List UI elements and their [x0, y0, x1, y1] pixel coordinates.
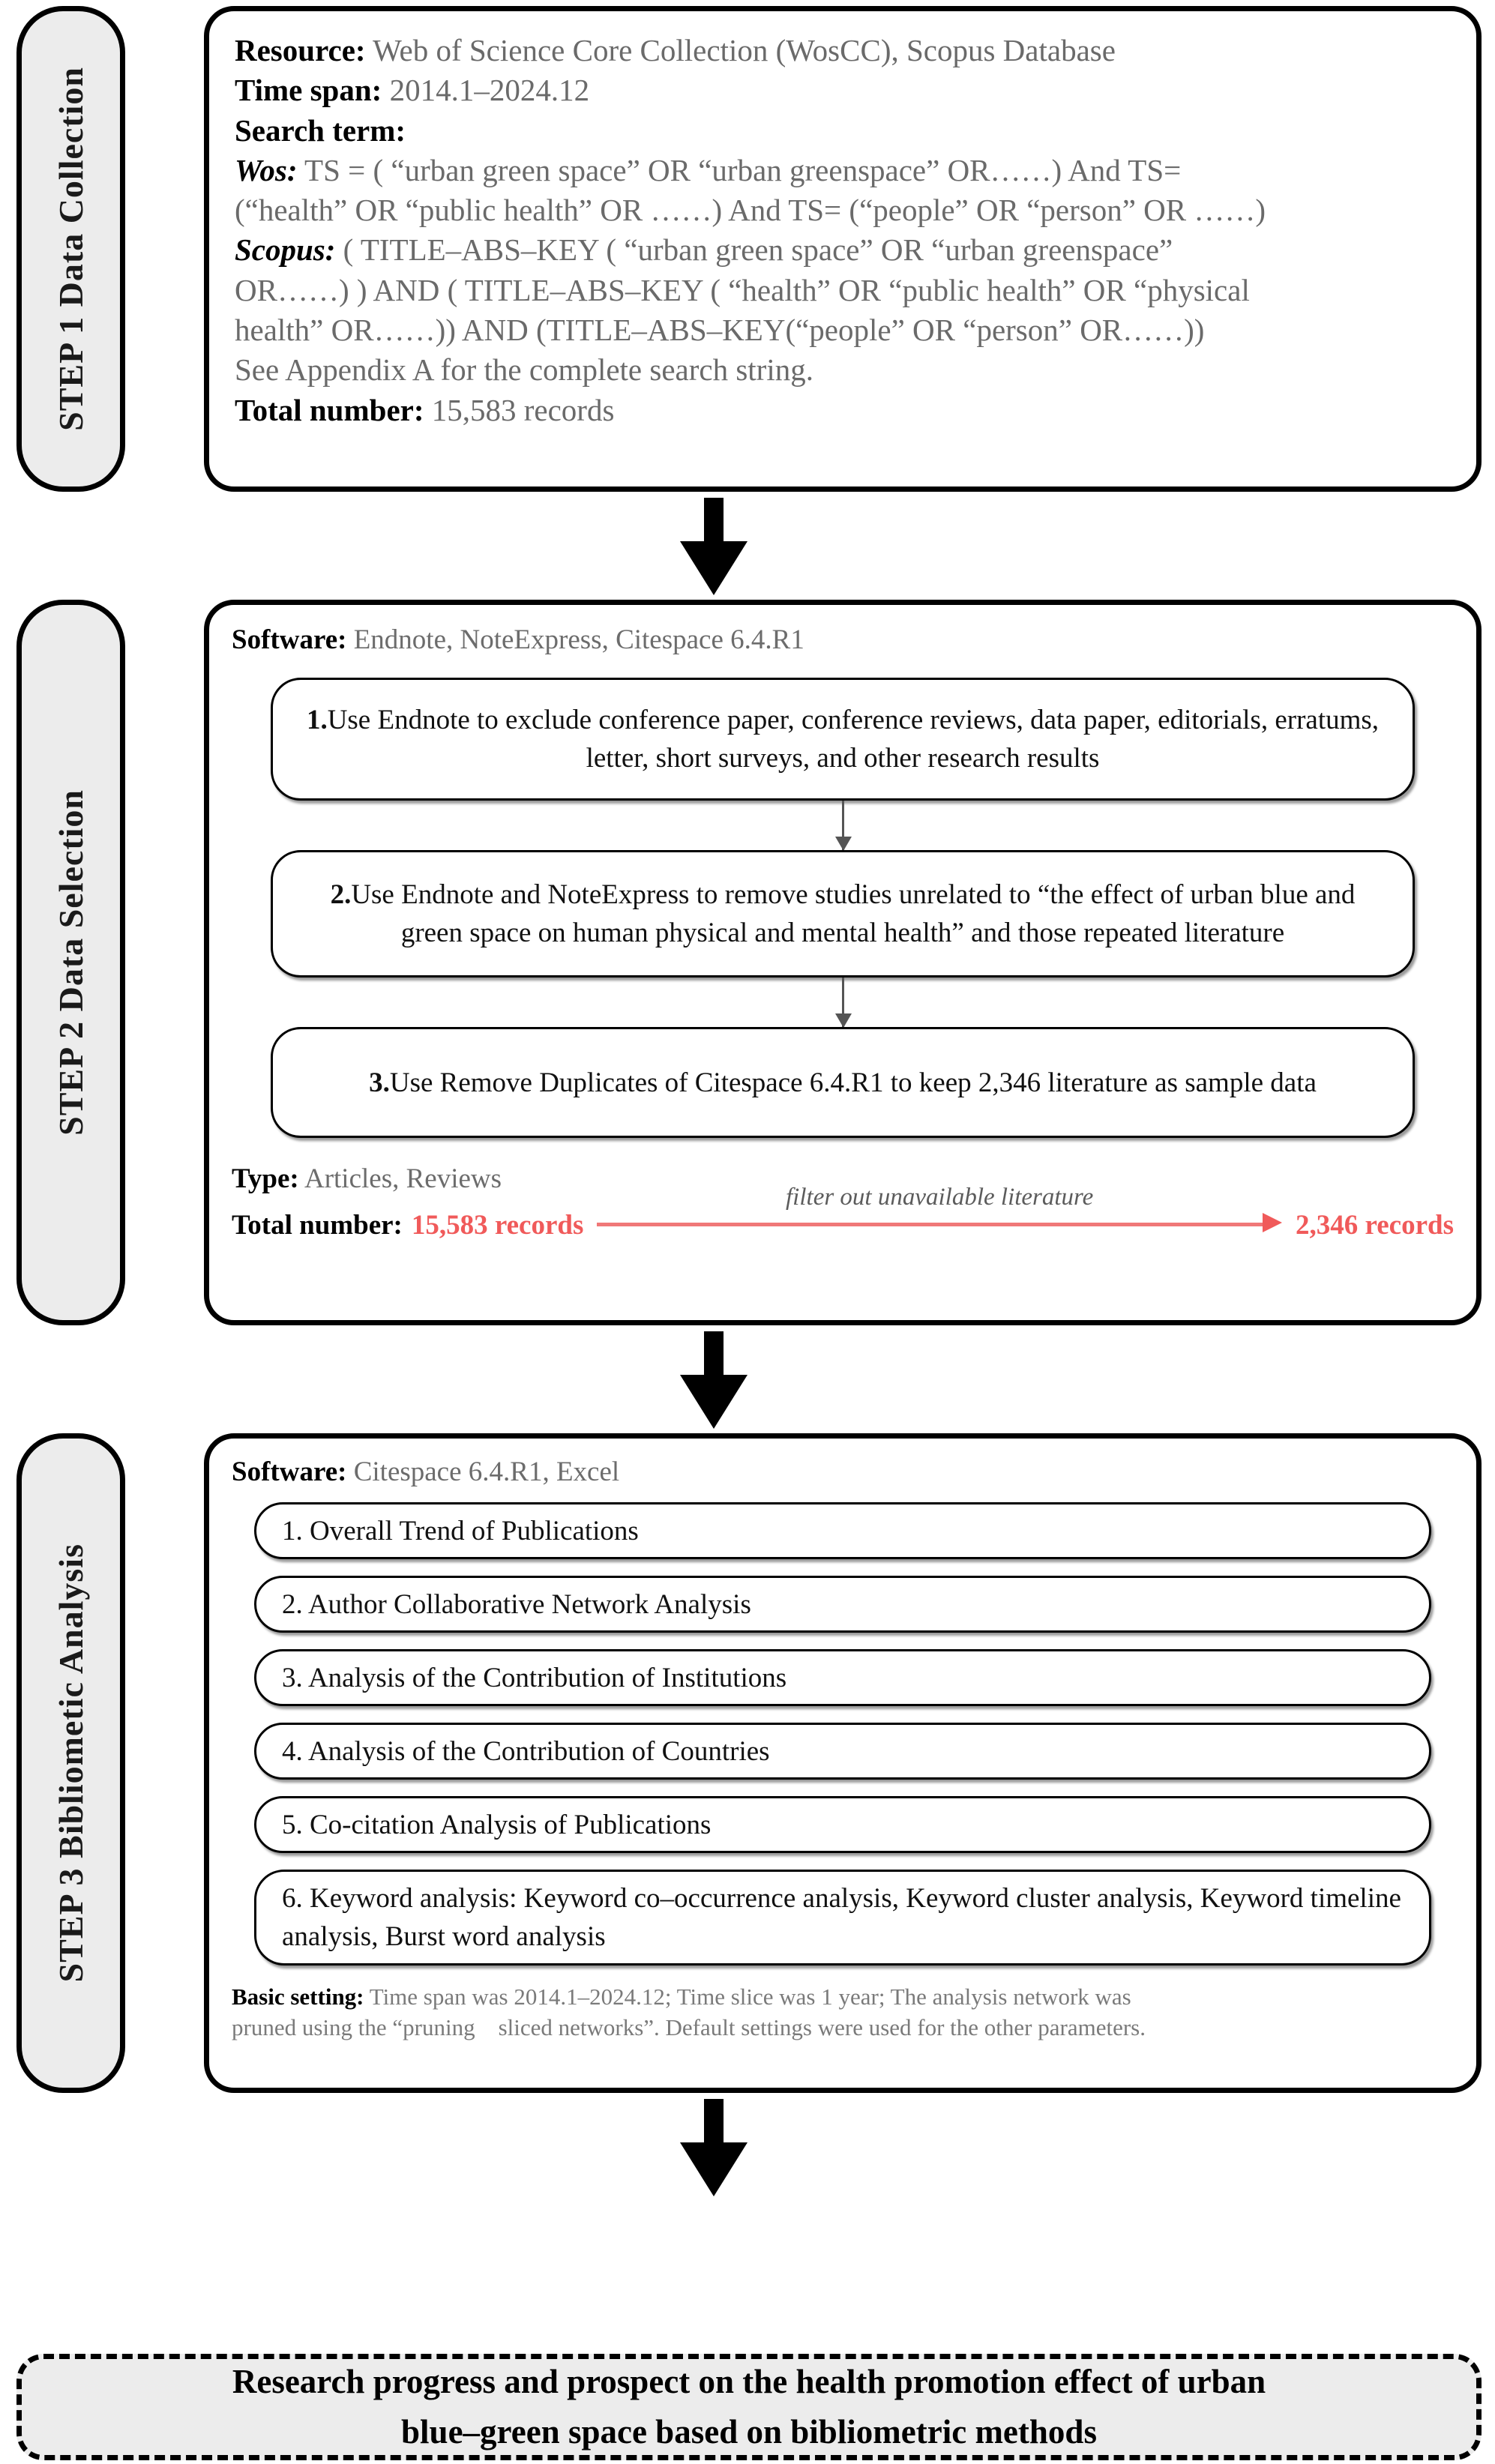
scopus-line-2: OR……) ) AND ( TITLE–ABS–KEY ( “health” O…: [235, 271, 1451, 310]
step-2-item-3-num: 3.: [369, 1067, 390, 1098]
step-1-body: Resource: Web of Science Core Collection…: [235, 31, 1451, 430]
timespan-value: 2014.1–2024.12: [389, 73, 590, 108]
wos-value-line-2: (“health” OR “public health” OR ……) And …: [235, 193, 1266, 228]
appendix-note: See Appendix A for the complete search s…: [235, 352, 813, 388]
step-2-to-3-arrow: [680, 1331, 748, 1429]
step-3-item-3[interactable]: 3. Analysis of the Contribution of Insti…: [254, 1649, 1431, 1707]
total-number-value: 15,583 records: [431, 392, 615, 427]
filter-arrow-caption: filter out unavailable literature: [786, 1183, 1094, 1211]
wos-line-2: (“health” OR “public health” OR ……) And …: [235, 190, 1451, 230]
timespan-line: Time span: 2014.1–2024.12: [235, 70, 1451, 110]
basic-setting-value-2: pruned using the “pruning sliced network…: [232, 2013, 1146, 2040]
step-2-total-label: Total number:: [232, 1210, 403, 1241]
step-1-panel: Resource: Web of Science Core Collection…: [204, 6, 1482, 492]
step-2-items: 1.Use Endnote to exclude conference pape…: [232, 678, 1454, 1139]
basic-setting-label: Basic setting:: [232, 1983, 364, 2010]
step-2-type-value: Articles, Reviews: [304, 1163, 502, 1195]
filter-arrow: filter out unavailable literature: [597, 1184, 1282, 1238]
step-2-type-line: Type: Articles, Reviews: [232, 1160, 1454, 1197]
scopus-label: Scopus:: [235, 232, 336, 268]
step-3-item-4-text: 4. Analysis of the Contribution of Count…: [282, 1735, 770, 1767]
total-number-line: Total number: 15,583 records: [235, 391, 1451, 430]
searchterm-label: Search term:: [235, 112, 406, 148]
searchterm-line: Search term:: [235, 111, 1451, 151]
filter-arrow-line: [597, 1223, 1266, 1227]
basic-setting-value-1: Time span was 2014.1–2024.12; Time slice…: [369, 1983, 1131, 2010]
step-2-filter-row: Total number: 15,583 records filter out …: [232, 1184, 1454, 1242]
step-rail-3: STEP 3 Bibliometic Analysis: [16, 1433, 125, 2093]
total-number-label: Total number:: [235, 392, 424, 427]
appendix-note-line: See Appendix A for the complete search s…: [235, 350, 1451, 390]
step-3-panel: Software: Citespace 6.4.R1, Excel 1. Ove…: [204, 1433, 1482, 2093]
step-2-total-after: 2,346 records: [1296, 1210, 1454, 1241]
wos-label: Wos:: [235, 152, 298, 187]
step-3-item-2[interactable]: 2. Author Collaborative Network Analysis: [254, 1576, 1431, 1633]
step-2-item-2-body: Use Endnote and NoteExpress to remove st…: [351, 879, 1356, 949]
step-3-item-4[interactable]: 4. Analysis of the Contribution of Count…: [254, 1723, 1431, 1780]
step-3-software-line: Software: Citespace 6.4.R1, Excel: [232, 1454, 1454, 1490]
step-2-item-3-text: 3.Use Remove Duplicates of Citespace 6.4…: [369, 1064, 1317, 1102]
step-3-basic-setting: Basic setting: Time span was 2014.1–2024…: [232, 1982, 1454, 2043]
wos-line-1: Wos: TS = ( “urban green space” OR “urba…: [235, 151, 1451, 190]
step-3-item-6-text: 6. Keyword analysis: Keyword co–occurren…: [282, 1883, 1401, 1953]
scopus-value-line-1: ( TITLE–ABS–KEY ( “urban green space” OR…: [343, 232, 1173, 268]
step-2-item-1-num: 1.: [306, 705, 328, 736]
resource-label: Resource:: [235, 33, 366, 67]
step-2-panel: Software: Endnote, NoteExpress, Citespac…: [204, 600, 1482, 1325]
scopus-value-line-2: OR……) ) AND ( TITLE–ABS–KEY ( “health” O…: [235, 272, 1250, 307]
step-2-type-label: Type:: [232, 1163, 299, 1195]
step-rail-2: STEP 2 Data Selection: [16, 600, 125, 1325]
resource-line: Resource: Web of Science Core Collection…: [235, 31, 1451, 70]
timespan-label: Time span:: [235, 73, 382, 108]
step-3-to-conclusion-arrow: [680, 2099, 748, 2196]
step-3-items: 1. Overall Trend of Publications 2. Auth…: [232, 1502, 1454, 1966]
conclusion-box: Research progress and prospect on the he…: [16, 2354, 1482, 2460]
step-3-software-value: Citespace 6.4.R1, Excel: [353, 1457, 620, 1487]
step-2-connector-1-2: [842, 801, 844, 851]
conclusion-line-1: Research progress and prospect on the he…: [232, 2362, 1266, 2400]
wos-value-line-1: TS = ( “urban green space” OR “urban gre…: [304, 152, 1182, 187]
step-2-software-label: Software:: [232, 624, 347, 655]
filter-arrow-head: [1263, 1213, 1282, 1233]
scopus-line-1: Scopus: ( TITLE–ABS–KEY ( “urban green s…: [235, 230, 1451, 270]
step-rail-1-label: STEP 1 Data Collection: [51, 67, 90, 431]
step-3-item-1[interactable]: 1. Overall Trend of Publications: [254, 1502, 1431, 1560]
scopus-line-3: health” OR……)) AND (TITLE–ABS–KEY(“peopl…: [235, 310, 1451, 350]
step-1-to-2-arrow: [680, 498, 748, 595]
step-3-item-3-text: 3. Analysis of the Contribution of Insti…: [282, 1662, 787, 1693]
step-2-connector-2-3: [842, 978, 844, 1028]
step-2-item-1-body: Use Endnote to exclude conference paper,…: [327, 705, 1380, 774]
conclusion-line-2: blue–green space based on bibliometric m…: [401, 2413, 1097, 2451]
basic-setting-line-1: Basic setting: Time span was 2014.1–2024…: [232, 1982, 1454, 2012]
step-2-item-2-num: 2.: [330, 879, 352, 911]
step-3-item-5[interactable]: 5. Co-citation Analysis of Publications: [254, 1796, 1431, 1854]
step-2-item-2-text: 2.Use Endnote and NoteExpress to remove …: [303, 876, 1383, 952]
step-3-software-label: Software:: [232, 1457, 347, 1487]
step-2-item-1-text: 1.Use Endnote to exclude conference pape…: [303, 701, 1383, 777]
step-2-item-2[interactable]: 2.Use Endnote and NoteExpress to remove …: [271, 850, 1415, 978]
step-rail-1: STEP 1 Data Collection: [16, 6, 125, 492]
step-2-software-value: Endnote, NoteExpress, Citespace 6.4.R1: [353, 624, 804, 655]
step-3-item-6[interactable]: 6. Keyword analysis: Keyword co–occurren…: [254, 1870, 1431, 1966]
step-2-item-3[interactable]: 3.Use Remove Duplicates of Citespace 6.4…: [271, 1027, 1415, 1139]
step-2-item-3-body: Use Remove Duplicates of Citespace 6.4.R…: [389, 1067, 1317, 1098]
step-rail-2-label: STEP 2 Data Selection: [51, 789, 90, 1136]
resource-value: Web of Science Core Collection (WosCC), …: [373, 33, 1116, 67]
step-rail-3-label: STEP 3 Bibliometic Analysis: [51, 1543, 90, 1983]
scopus-value-line-3: health” OR……)) AND (TITLE–ABS–KEY(“peopl…: [235, 313, 1205, 348]
step-3-item-1-text: 1. Overall Trend of Publications: [282, 1515, 639, 1546]
step-3-item-5-text: 5. Co-citation Analysis of Publications: [282, 1809, 712, 1840]
step-2-software-line: Software: Endnote, NoteExpress, Citespac…: [232, 621, 1454, 658]
basic-setting-line-2: pruned using the “pruning sliced network…: [232, 2013, 1454, 2043]
step-2-item-1[interactable]: 1.Use Endnote to exclude conference pape…: [271, 678, 1415, 801]
step-3-item-2-text: 2. Author Collaborative Network Analysis: [282, 1588, 751, 1620]
conclusion-text: Research progress and prospect on the he…: [180, 2357, 1318, 2458]
step-2-total-before: 15,583 records: [411, 1210, 584, 1241]
